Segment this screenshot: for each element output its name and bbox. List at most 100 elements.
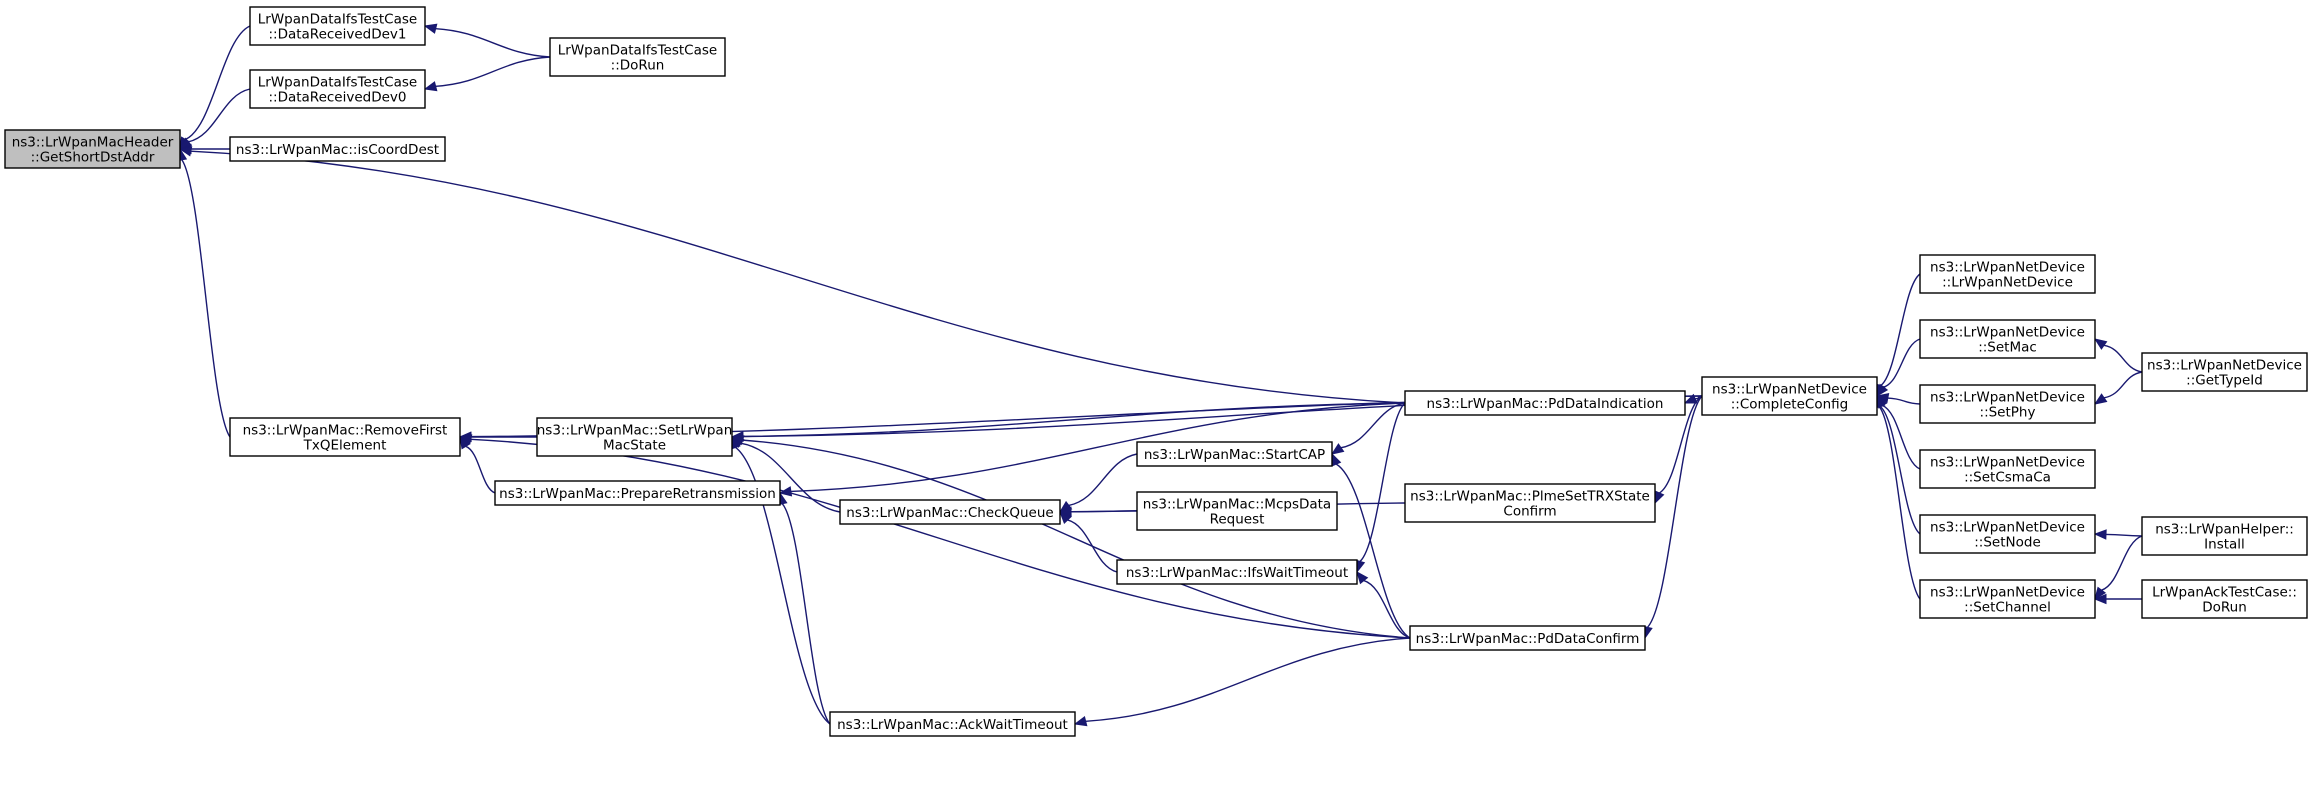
- node-setcsma[interactable]: ns3::LrWpanNetDevice::SetCsmaCa: [1919, 449, 2096, 489]
- node-box: [229, 417, 461, 457]
- node-label: LrWpanDataIfsTestCase: [258, 75, 417, 91]
- node-drd1[interactable]: LrWpanDataIfsTestCase::DataReceivedDev1: [249, 6, 426, 46]
- edge-startcap-pdind: [1330, 402, 1406, 455]
- node-label: ns3::LrWpanNetDevice: [1930, 390, 2085, 406]
- edge-line: [735, 446, 831, 725]
- edge-root-drd1: [179, 25, 251, 151]
- node-box: [494, 480, 781, 506]
- node-pdind[interactable]: ns3::LrWpanMac::PdDataIndication: [1404, 390, 1686, 416]
- node-complete[interactable]: ns3::LrWpanNetDevice::CompleteConfig: [1701, 376, 1878, 416]
- node-drd0[interactable]: LrWpanDataIfsTestCase::DataReceivedDev0: [249, 69, 426, 109]
- node-label: LrWpanAckTestCase::: [2152, 585, 2297, 601]
- node-label: ns3::LrWpanMac::IfsWaitTimeout: [1126, 565, 1348, 581]
- node-startcap[interactable]: ns3::LrWpanMac::StartCAP: [1136, 441, 1333, 467]
- arrowhead-icon: [2093, 338, 2108, 350]
- node-install[interactable]: ns3::LrWpanHelper::Install: [2141, 516, 2308, 556]
- node-label: ns3::LrWpanMac::isCoordDest: [236, 142, 439, 158]
- arrowhead-icon: [1683, 393, 1698, 404]
- node-label: ns3::LrWpanMacHeader: [12, 135, 174, 151]
- edge-line: [740, 442, 841, 513]
- node-box: [249, 69, 426, 109]
- edge-line: [742, 402, 1406, 438]
- node-label: ns3::LrWpanMac::RemoveFirst: [243, 423, 448, 439]
- edge-line: [435, 27, 551, 58]
- edge-setmac-gettypeid: [2093, 338, 2143, 373]
- edge-complete-setnode: [1875, 394, 1921, 535]
- node-label: ::DataReceivedDev0: [268, 90, 406, 106]
- edge-complete-ctor: [1875, 273, 1921, 398]
- edge-root-pdind: [178, 146, 1406, 404]
- node-box: [1116, 559, 1358, 585]
- node-box: [549, 37, 726, 77]
- node-label: ns3::LrWpanMac::CheckQueue: [846, 505, 1053, 521]
- node-label: DoRun: [2202, 600, 2247, 616]
- node-box: [1136, 491, 1338, 531]
- node-ackwait[interactable]: ns3::LrWpanMac::AckWaitTimeout: [829, 711, 1076, 737]
- node-box: [1404, 390, 1686, 416]
- edge-line: [1878, 406, 1921, 600]
- node-dorun1[interactable]: LrWpanDataIfsTestCase::DoRun: [549, 37, 726, 77]
- node-ctor[interactable]: ns3::LrWpanNetDevice::LrWpanNetDevice: [1919, 254, 2096, 294]
- edge-checkqueue-startcap: [1058, 453, 1138, 513]
- node-box: [1919, 254, 2096, 294]
- arrowhead-icon: [458, 434, 473, 445]
- node-label: Confirm: [1503, 504, 1556, 520]
- arrowhead-icon: [1356, 570, 1369, 585]
- node-ackdorun[interactable]: LrWpanAckTestCase::DoRun: [2141, 579, 2308, 619]
- node-iscoord[interactable]: ns3::LrWpanMac::isCoordDest: [229, 136, 446, 162]
- node-label: ::DataReceivedDev1: [268, 27, 406, 43]
- edge-line: [1887, 397, 1921, 405]
- node-box: [1136, 441, 1333, 467]
- node-setnode[interactable]: ns3::LrWpanNetDevice::SetNode: [1919, 514, 2096, 554]
- edge-prepare-ackwait: [777, 491, 831, 725]
- nodes-layer: ns3::LrWpanMacHeader::GetShortDstAddrLrW…: [4, 6, 2308, 737]
- node-label: ns3::LrWpanNetDevice: [1930, 520, 2085, 536]
- node-label: ns3::LrWpanNetDevice: [1712, 382, 1867, 398]
- node-setchannel[interactable]: ns3::LrWpanNetDevice::SetChannel: [1919, 579, 2096, 619]
- node-box: [1919, 449, 2096, 489]
- arrowhead-icon: [423, 23, 438, 34]
- node-label: ns3::LrWpanMac::PdDataConfirm: [1416, 631, 1640, 647]
- node-label: ns3::LrWpanNetDevice: [1930, 260, 2085, 276]
- edge-line: [2105, 533, 2143, 537]
- node-label: TxQElement: [303, 438, 387, 454]
- node-label: ns3::LrWpanMac::SetLrWpan: [537, 423, 733, 439]
- node-gettypeid[interactable]: ns3::LrWpanNetDevice::GetTypeId: [2141, 352, 2308, 392]
- edge-startcap-pdconf: [1331, 452, 1411, 639]
- node-label: Request: [1210, 512, 1265, 528]
- node-box: [2141, 352, 2308, 392]
- node-label: ::DoRun: [611, 58, 665, 74]
- node-pdconf[interactable]: ns3::LrWpanMac::PdDataConfirm: [1409, 625, 1646, 651]
- node-label: ::CompleteConfig: [1731, 397, 1848, 413]
- node-prepare[interactable]: ns3::LrWpanMac::PrepareRetransmission: [494, 480, 781, 506]
- node-box: [1701, 376, 1878, 416]
- node-box: [1919, 319, 2096, 359]
- node-box: [1409, 625, 1646, 651]
- edge-setchannel-install: [2094, 535, 2143, 601]
- arrowhead-icon: [2093, 593, 2107, 605]
- node-box: [229, 136, 446, 162]
- node-label: ns3::LrWpanMac::StartCAP: [1144, 447, 1325, 463]
- edge-line: [1068, 453, 1138, 507]
- node-label: ns3::LrWpanNetDevice: [1930, 585, 2085, 601]
- node-root[interactable]: ns3::LrWpanMacHeader::GetShortDstAddr: [4, 129, 181, 169]
- node-setmac[interactable]: ns3::LrWpanNetDevice::SetMac: [1919, 319, 2096, 359]
- edge-line: [1340, 402, 1406, 449]
- node-checkqueue[interactable]: ns3::LrWpanMac::CheckQueue: [839, 499, 1061, 525]
- edge-line: [1085, 637, 1411, 722]
- edge-line: [1335, 463, 1411, 639]
- node-box: [1919, 579, 2096, 619]
- node-setphy[interactable]: ns3::LrWpanNetDevice::SetPhy: [1919, 384, 2096, 424]
- edge-line: [1880, 273, 1921, 387]
- arrowhead-icon: [1330, 443, 1345, 455]
- edge-setphy-gettypeid: [2093, 371, 2143, 405]
- arrowhead-icon: [778, 486, 793, 497]
- node-ifswait[interactable]: ns3::LrWpanMac::IfsWaitTimeout: [1116, 559, 1358, 585]
- node-box: [249, 6, 426, 46]
- node-box: [1919, 514, 2096, 554]
